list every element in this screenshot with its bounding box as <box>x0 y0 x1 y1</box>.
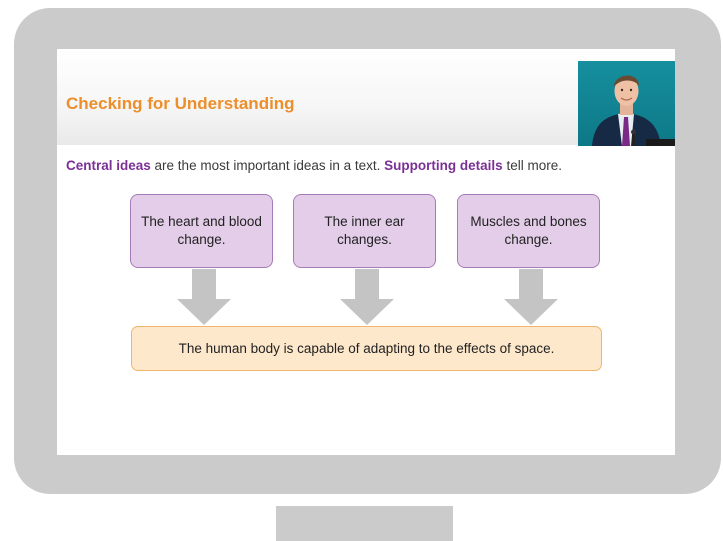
down-arrow-icon <box>177 269 231 325</box>
detail-card-ear: The inner ear changes. <box>293 194 436 268</box>
detail-card-heart: The heart and blood change. <box>130 194 273 268</box>
down-arrow-icon <box>340 269 394 325</box>
presenter-figure <box>592 75 675 146</box>
slide-header <box>57 49 675 145</box>
intro-text-1: are the most important ideas in a text. <box>150 158 385 173</box>
detail-card-label: The heart and blood change. <box>141 214 262 247</box>
slide-screen: Checking for Understanding C <box>57 49 675 455</box>
detail-card-label: The inner ear changes. <box>324 214 405 247</box>
down-arrow-icon <box>504 269 558 325</box>
term-central-ideas: Central ideas <box>66 158 151 173</box>
monitor-stand <box>276 506 453 541</box>
intro-text-2: tell more. <box>502 158 562 173</box>
central-idea-box: The human body is capable of adapting to… <box>131 326 602 371</box>
detail-card-label: Muscles and bones change. <box>470 214 587 247</box>
central-idea-text: The human body is capable of adapting to… <box>178 341 555 356</box>
intro-sentence: Central ideas are the most important ide… <box>66 158 671 173</box>
presenter-video <box>578 61 675 146</box>
slide-title: Checking for Understanding <box>66 94 295 113</box>
detail-card-muscles: Muscles and bones change. <box>457 194 600 268</box>
term-supporting-details: Supporting details <box>384 158 503 173</box>
